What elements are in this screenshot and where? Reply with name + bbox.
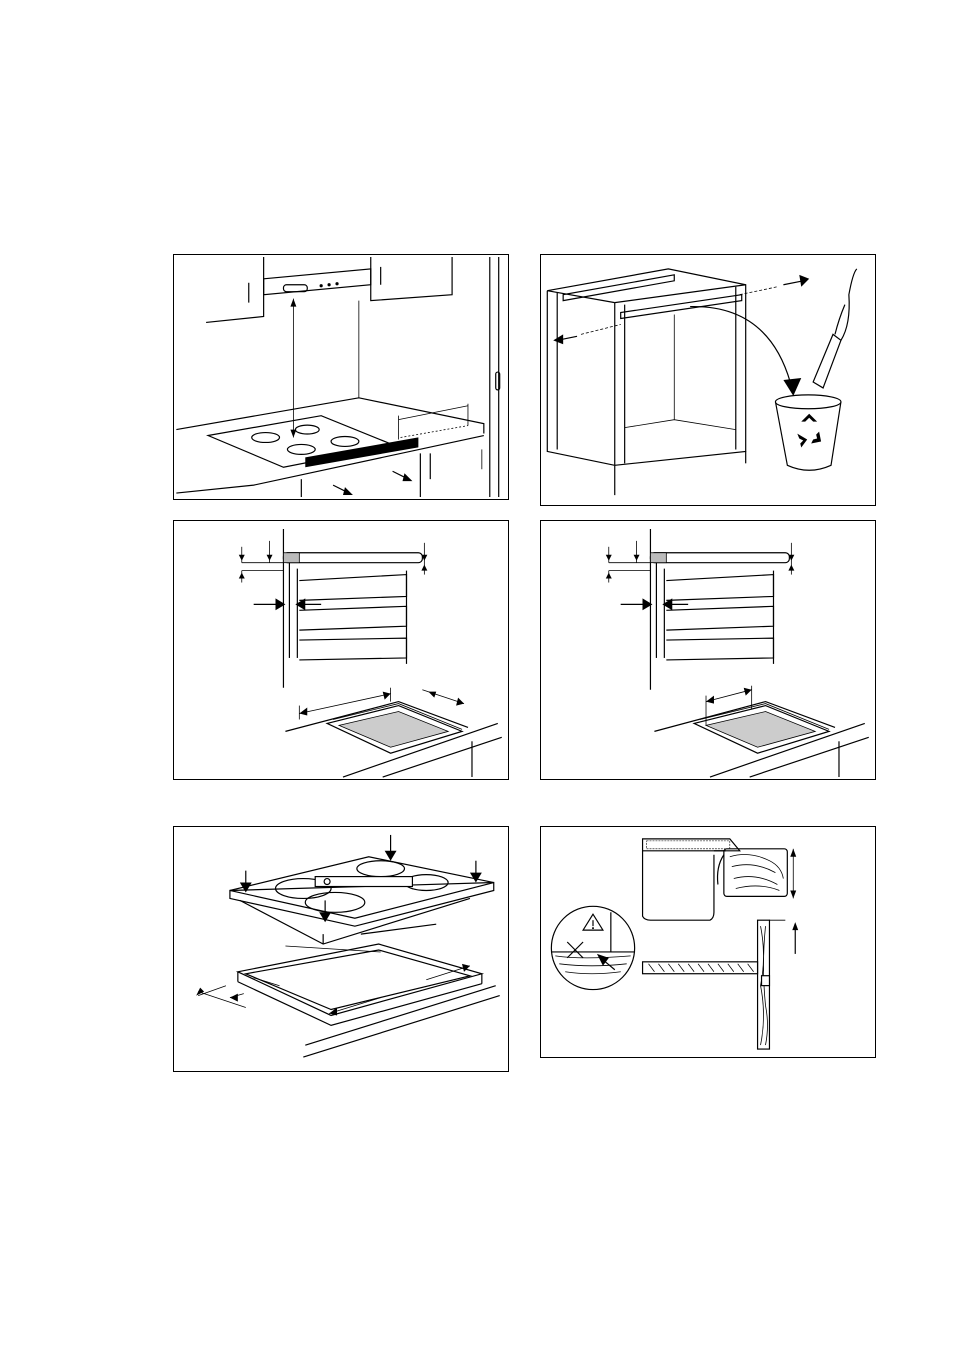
cutout-flush-drawing (541, 521, 875, 779)
illustration-remove-cabinet-rail (540, 254, 876, 506)
cutout-side-gap-drawing (174, 521, 508, 779)
illustration-hob-insert-seal (173, 826, 509, 1072)
hob-insert-drawing (174, 827, 508, 1071)
remove-rail-drawing (541, 255, 875, 505)
worktop-warning-drawing (541, 827, 875, 1057)
illustration-worktop-warning (540, 826, 876, 1058)
recycle-icon (797, 414, 821, 448)
illustration-hood-clearance (173, 254, 509, 500)
hood-clearance-drawing (174, 255, 508, 499)
illustration-cutout-flush (540, 520, 876, 780)
illustration-cutout-side-gap (173, 520, 509, 780)
